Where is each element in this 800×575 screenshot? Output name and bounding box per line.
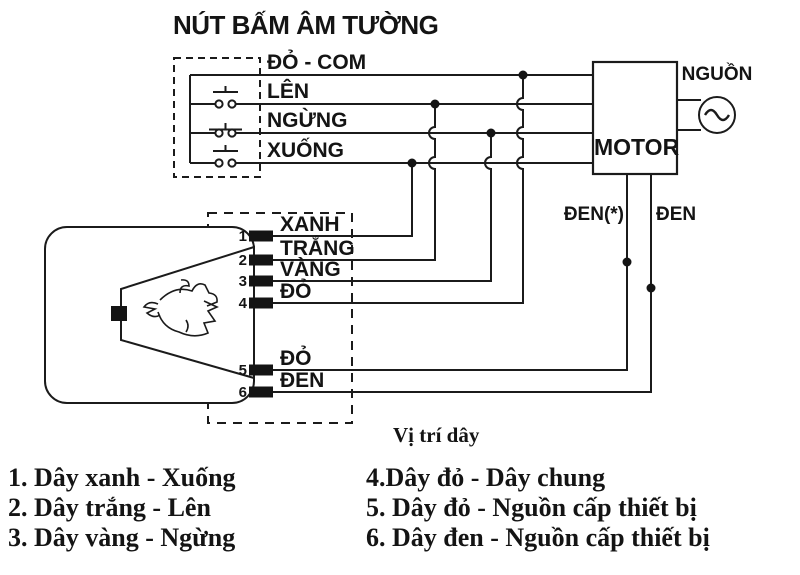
wire-terminal-4-do bbox=[273, 75, 524, 304]
bird-logo bbox=[142, 279, 219, 337]
label-ngung: NGỪNG bbox=[267, 109, 348, 132]
terminal-6-number: 6 bbox=[238, 384, 247, 401]
legend-item-4: 4.Dây đỏ - Dây chung bbox=[366, 463, 606, 492]
label-vang: VÀNG bbox=[280, 258, 341, 281]
terminal-block-dashed-box bbox=[207, 212, 353, 424]
motor-power-wires bbox=[677, 99, 701, 131]
wire-terminal-6-den bbox=[273, 174, 652, 393]
switch-lines bbox=[189, 74, 593, 164]
label-xanh: XANH bbox=[280, 213, 340, 236]
antenna-terminal-square bbox=[111, 306, 127, 321]
legend-item-1: 1. Dây xanh - Xuống bbox=[8, 463, 236, 492]
terminal-6-pad bbox=[249, 386, 273, 398]
push-button-stop-icon bbox=[209, 123, 242, 138]
legend-item-2: 2. Dây trắng - Lên bbox=[8, 493, 211, 522]
junction-dot bbox=[622, 257, 632, 267]
terminal-5-number: 5 bbox=[238, 362, 247, 379]
label-xuong: XUỐNG bbox=[267, 139, 345, 162]
den-label: ĐEN bbox=[656, 204, 697, 225]
terminal-pads bbox=[249, 230, 273, 398]
wire-terminal-5-do bbox=[273, 174, 628, 371]
junction-dot bbox=[430, 99, 440, 109]
switch-panel-dashed-box bbox=[173, 57, 261, 178]
legend-item-3: 3. Dây vàng - Ngừng bbox=[8, 523, 236, 552]
motor-box bbox=[591, 60, 679, 176]
wire-terminal-3-vang bbox=[273, 133, 492, 282]
nguon-label: NGUỒN bbox=[681, 64, 753, 85]
junction-dot bbox=[407, 158, 417, 168]
wire-terminal-1-xanh bbox=[273, 163, 413, 237]
label-do-4: ĐỎ bbox=[280, 280, 312, 303]
terminal-wires bbox=[273, 75, 652, 393]
ac-source-icon bbox=[677, 96, 736, 134]
label-do-5: ĐỎ bbox=[280, 347, 312, 370]
junction-dots bbox=[407, 70, 656, 293]
terminal-1-pad bbox=[249, 230, 273, 242]
receiver-device bbox=[44, 226, 255, 404]
legend-item-6: 6. Dây đen - Nguồn cấp thiết bị bbox=[366, 523, 710, 552]
terminal-4-number: 4 bbox=[238, 295, 247, 312]
receiver-connector-trapezoid bbox=[120, 245, 255, 380]
junction-dot bbox=[518, 70, 528, 80]
den-star-label: ĐEN(*) bbox=[563, 204, 624, 225]
wire-terminal-2-trang bbox=[273, 104, 436, 261]
push-button-down-icon bbox=[213, 145, 238, 168]
terminal-2-number: 2 bbox=[238, 252, 247, 269]
terminal-4-pad bbox=[249, 297, 273, 309]
junction-dot bbox=[486, 128, 496, 138]
motor-label: MOTOR bbox=[594, 134, 680, 160]
terminal-1-number: 1 bbox=[238, 228, 247, 245]
legend-item-5: 5. Dây đỏ - Nguồn cấp thiết bị bbox=[366, 493, 697, 522]
label-do-com: ĐỎ - COM bbox=[267, 51, 367, 74]
terminal-3-pad bbox=[249, 275, 273, 287]
terminal-5-pad bbox=[249, 364, 273, 376]
junction-dot bbox=[646, 283, 656, 293]
label-trang: TRẮNG bbox=[280, 237, 355, 260]
label-len: LÊN bbox=[267, 80, 309, 103]
legend-heading: Vị trí dây bbox=[393, 423, 480, 447]
push-button-up-icon bbox=[213, 86, 238, 109]
diagram-title: NÚT BẤM ÂM TƯỜNG bbox=[173, 10, 439, 40]
terminal-2-pad bbox=[249, 254, 273, 266]
label-den-6: ĐEN bbox=[280, 369, 325, 392]
terminal-3-number: 3 bbox=[238, 273, 247, 290]
